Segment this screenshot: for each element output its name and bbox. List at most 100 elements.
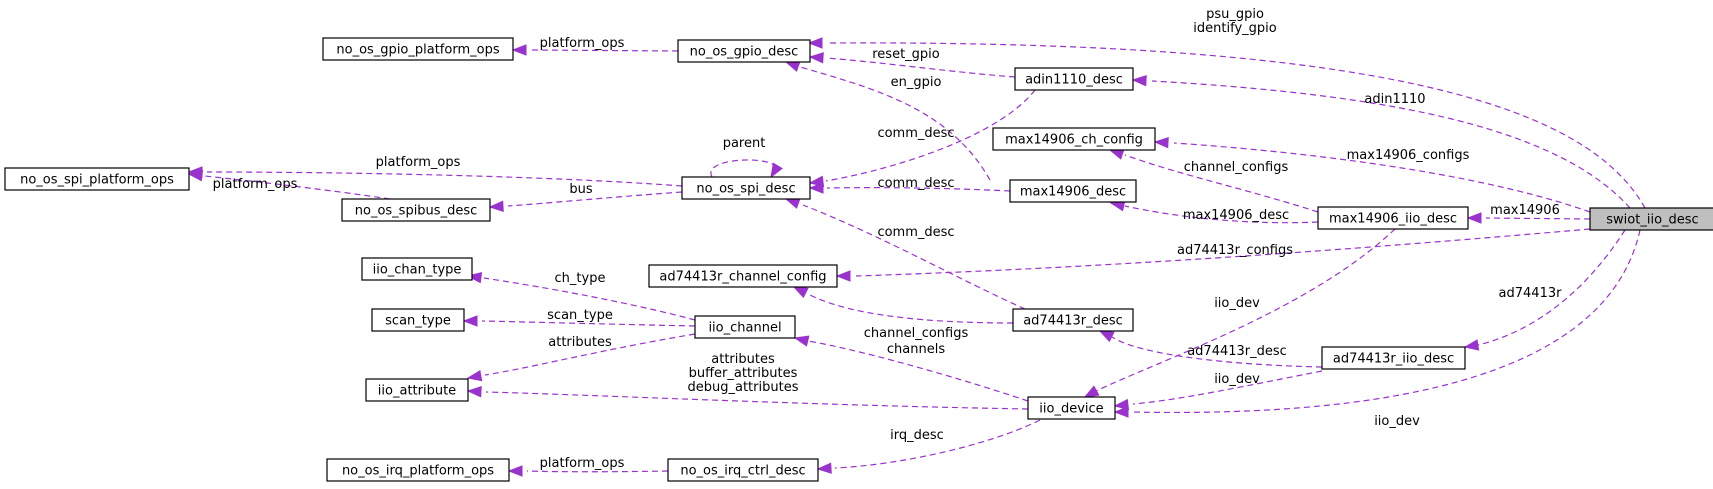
edge-line <box>485 391 1029 410</box>
node-iio-channel[interactable]: iio_channel <box>694 315 796 339</box>
edge-iio-dev-ad: iio_dev <box>1113 370 1323 411</box>
arrow-head <box>816 462 832 474</box>
arrow-head <box>466 386 482 398</box>
node-no-os-spi-platform-ops[interactable]: no_os_spi_platform_ops <box>4 167 190 191</box>
edge-label: ad74413r <box>1499 286 1563 301</box>
node-label: no_os_spibus_desc <box>355 204 478 219</box>
arrow-head <box>1113 406 1129 418</box>
node-box <box>365 378 469 402</box>
node-iio-device[interactable]: iio_device <box>1027 396 1116 420</box>
node-label: iio_channel <box>708 321 781 336</box>
node-box <box>677 39 811 63</box>
edge-line <box>206 171 683 187</box>
edge-line <box>526 470 669 473</box>
edge-adin1110: adin1110 <box>1131 74 1631 209</box>
arrow-head <box>511 44 527 56</box>
node-label: no_os_spi_platform_ops <box>20 173 174 188</box>
edge-line <box>799 66 991 181</box>
edge-line <box>826 187 1011 192</box>
node-swiot-iio-desc[interactable]: swiot_iio_desc <box>1589 207 1713 231</box>
node-box <box>1027 396 1116 420</box>
edge-label: identify_gpio <box>1193 21 1276 36</box>
node-label: max14906_desc <box>1020 185 1126 200</box>
arrow-head <box>466 370 483 382</box>
node-adin1110-desc[interactable]: adin1110_desc <box>1014 67 1134 91</box>
arrow-head <box>835 270 851 282</box>
edge-label: psu_gpio <box>1206 7 1264 22</box>
edge-label: ch_type <box>555 271 606 286</box>
edge-label: iio_dev <box>1214 372 1260 387</box>
node-no-os-gpio-desc[interactable]: no_os_gpio_desc <box>677 39 811 63</box>
edge-label: ad74413r_configs <box>1177 243 1293 258</box>
edge-line <box>1111 336 1323 368</box>
edge-ad74413r-configs: ad74413r_configs <box>835 228 1591 282</box>
edge-line <box>1132 370 1323 405</box>
node-iio-attribute[interactable]: iio_attribute <box>365 378 469 402</box>
arrow-head <box>807 37 823 49</box>
node-max14906-ch-config[interactable]: max14906_ch_config <box>992 127 1156 151</box>
edge-irq-platform-ops: platform_ops <box>507 456 669 477</box>
node-label: no_os_gpio_desc <box>690 45 799 60</box>
edge-line <box>1485 217 1591 220</box>
edge-iio-dev-max: iio_dev <box>1083 228 1396 398</box>
edge-label: comm_desc <box>877 176 954 191</box>
edge-label: max14906_desc <box>1183 208 1289 223</box>
edge-ad74413r-desc: ad74413r_desc <box>1098 330 1323 368</box>
node-no-os-gpio-platform-ops[interactable]: no_os_gpio_platform_ops <box>322 37 514 61</box>
edge-gpio-platform-ops: platform_ops <box>511 36 679 56</box>
node-max14906-desc[interactable]: max14906_desc <box>1009 179 1137 203</box>
edge-line <box>1124 205 1319 224</box>
edge-channel-configs-ad: channel_configs <box>792 286 1014 341</box>
edge-label: en_gpio <box>891 75 942 90</box>
node-no-os-irq-ctrl-desc[interactable]: no_os_irq_ctrl_desc <box>667 458 819 482</box>
node-ad74413r-desc[interactable]: ad74413r_desc <box>1012 308 1134 332</box>
edge-line <box>710 159 778 178</box>
edge-adin-comm-desc: comm_desc <box>808 89 1036 188</box>
edge-spibus-platform-ops: platform_ops <box>187 169 391 200</box>
arrow-head <box>1083 385 1100 398</box>
node-ad74413r-iio-desc[interactable]: ad74413r_iio_desc <box>1321 346 1466 370</box>
edge-ad-comm-desc: comm_desc <box>784 198 1026 310</box>
arrow-head <box>784 61 801 72</box>
edge-line <box>1124 154 1319 213</box>
node-iio-chan-type[interactable]: iio_chan_type <box>361 257 473 281</box>
arrow-head <box>793 335 810 347</box>
edge-channel-configs-max: channel_configs <box>1108 148 1319 213</box>
edge-bus: bus <box>488 182 683 212</box>
edge-line <box>204 175 391 200</box>
node-no-os-irq-platform-ops[interactable]: no_os_irq_platform_ops <box>326 458 510 482</box>
arrow-head <box>784 198 801 209</box>
arrow-head <box>792 286 809 299</box>
node-label: max14906_iio_desc <box>1329 212 1457 227</box>
node-label: ad74413r_desc <box>1023 314 1123 329</box>
edge-line <box>1093 228 1396 393</box>
edge-label: scan_type <box>547 308 613 323</box>
node-no-os-spi-desc[interactable]: no_os_spi_desc <box>681 176 811 200</box>
node-box <box>694 315 796 339</box>
node-no-os-spibus-desc[interactable]: no_os_spibus_desc <box>341 198 491 222</box>
edge-line <box>834 419 1041 469</box>
arrow-head <box>1153 136 1169 149</box>
node-label: adin1110_desc <box>1025 73 1123 88</box>
node-ad74413r-channel-config[interactable]: ad74413r_channel_config <box>648 264 838 288</box>
node-label: no_os_irq_platform_ops <box>342 464 494 479</box>
node-max14906-iio-desc[interactable]: max14906_iio_desc <box>1317 206 1469 230</box>
node-label: ad74413r_channel_config <box>659 270 826 285</box>
node-scan-type[interactable]: scan_type <box>371 308 465 332</box>
edge-line <box>1477 229 1626 346</box>
edge-scan-type: scan_type <box>462 308 696 327</box>
node-box <box>322 37 514 61</box>
node-label: no_os_gpio_platform_ops <box>336 43 499 58</box>
edge-line <box>481 320 696 327</box>
node-box <box>341 198 491 222</box>
edge-label: max14906 <box>1490 203 1560 218</box>
edge-line <box>825 57 1016 78</box>
arrow-head <box>1108 148 1125 160</box>
arrow-head <box>1098 330 1115 343</box>
edge-label: bus <box>569 182 592 197</box>
arrow-head <box>187 169 204 182</box>
edge-label: ad74413r_desc <box>1187 344 1287 359</box>
edge-line <box>1173 142 1591 213</box>
edge-label: irq_desc <box>890 428 944 443</box>
